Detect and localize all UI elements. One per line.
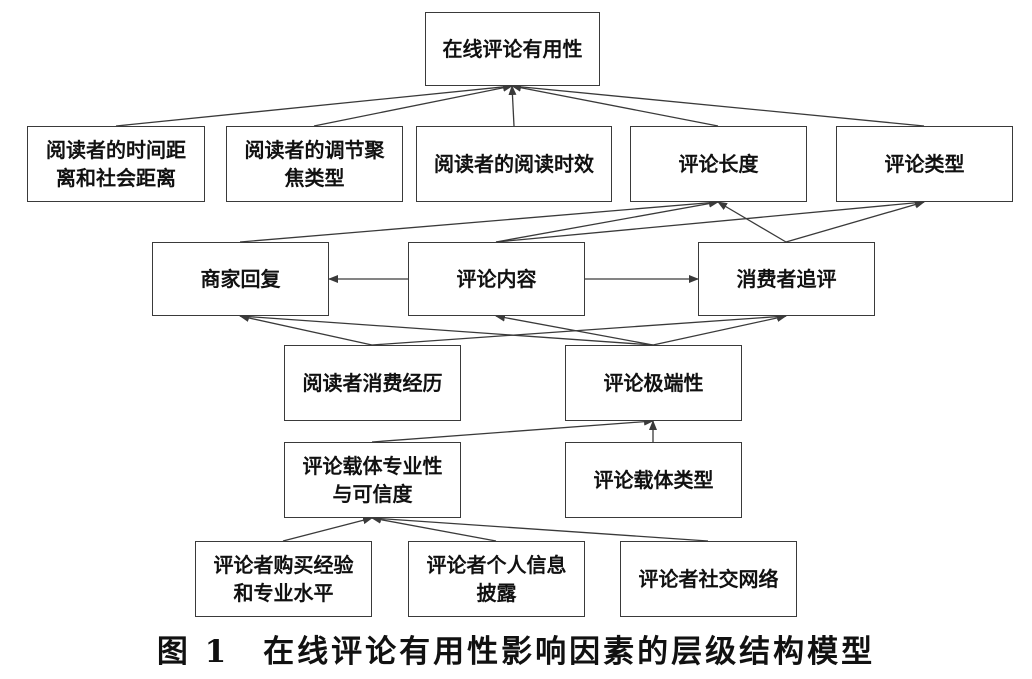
node-reader-timeliness: 阅读者的阅读时效 <box>416 126 612 202</box>
edge-credibility-to-extremity <box>371 417 654 443</box>
edge-network-to-credibility <box>371 514 709 542</box>
node-review-length: 评论长度 <box>630 126 807 202</box>
node-reader-focus: 阅读者的调节聚 焦类型 <box>226 126 403 202</box>
edge-disclosure-to-credibility <box>371 515 497 542</box>
node-review-type: 评论类型 <box>836 126 1013 202</box>
node-reviewer-network: 评论者社交网络 <box>620 541 797 617</box>
edge-focus-to-helpfulness <box>313 83 513 127</box>
edge-distance-to-helpfulness <box>115 82 513 127</box>
edge-followup-to-length <box>717 201 787 243</box>
node-online-review-helpfulness: 在线评论有用性 <box>425 12 600 86</box>
node-followup-review: 消费者追评 <box>698 242 875 316</box>
node-platform-credibility: 评论载体专业性 与可信度 <box>284 442 461 518</box>
edge-merchant-to-length <box>239 198 719 243</box>
edge-length-to-helpfulness <box>511 83 719 127</box>
node-reader-distance: 阅读者的时间距 离和社会距离 <box>27 126 205 202</box>
edge-extremity-to-content <box>495 313 654 346</box>
figure-caption: 图 1 在线评论有用性影响因素的层级结构模型 <box>156 634 876 670</box>
edge-followup-to-type <box>785 200 925 243</box>
node-review-extremity: 评论极端性 <box>565 345 742 421</box>
edge-content-to-length <box>495 199 719 243</box>
node-merchant-reply: 商家回复 <box>152 242 329 316</box>
node-review-content: 评论内容 <box>408 242 585 316</box>
edge-expertise-to-credibility <box>282 516 373 542</box>
edge-extremity-to-followup <box>652 314 787 346</box>
node-reviewer-disclosure: 评论者个人信息 披露 <box>408 541 585 617</box>
node-reader-experience: 阅读者消费经历 <box>284 345 461 421</box>
edge-content-to-type <box>495 198 925 243</box>
edge-experience-to-followup <box>371 312 787 346</box>
edge-type-to-helpfulness <box>511 82 925 127</box>
edge-extremity-to-merchant <box>239 312 654 346</box>
edge-timeliness-to-helpfulness <box>508 85 517 127</box>
node-reviewer-expertise: 评论者购买经验 和专业水平 <box>195 541 372 617</box>
edge-experience-to-merchant <box>239 314 373 346</box>
node-platform-type: 评论载体类型 <box>565 442 742 518</box>
